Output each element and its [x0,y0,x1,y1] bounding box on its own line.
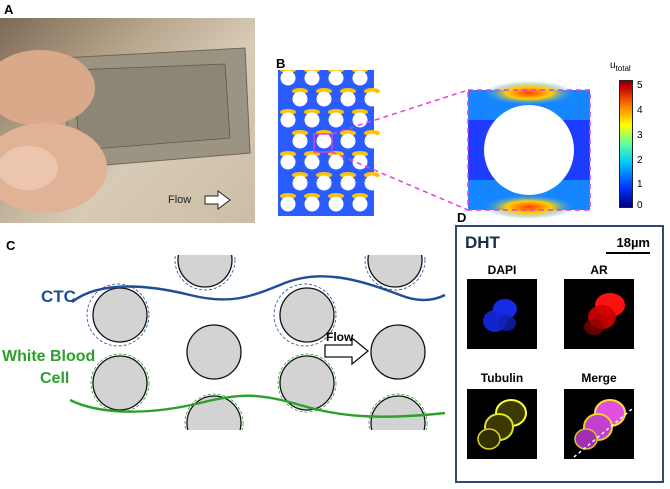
micrograph-dapi [467,279,537,349]
lattice-post [340,175,356,191]
lattice-hotspot [292,172,308,178]
wbc-label-line2: Cell [40,370,70,387]
lattice-post [280,154,296,170]
lattice-hotspot [352,193,368,199]
flow-arrow-icon [324,336,370,366]
colorbar-label-sub: total [615,64,631,73]
zoom-region-box [313,133,333,153]
simulation-figure [278,70,591,219]
lattice-hotspot [364,88,380,94]
lattice-post [280,70,296,86]
lattice-hotspot [304,109,320,115]
lattice-post [328,196,344,212]
lattice-post [316,133,332,149]
colorbar-label: utotal [610,60,631,73]
channel-label-dapi: DAPI [487,263,517,277]
lattice-hotspot [328,193,344,199]
lattice-post [340,133,356,149]
condition-label: DHT [465,233,500,252]
wbc-label-line1: White Blood [2,348,96,365]
lattice-post [292,91,308,107]
microscopy-panel: DHT 18µm DAPI AR Tubulin Merge [455,225,664,483]
lattice-post [364,133,380,149]
diagram-posts [86,255,428,453]
lattice-hotspot [280,109,296,115]
lattice-post [364,91,380,107]
lattice-post [364,175,380,191]
fingernail [0,146,58,190]
wbc-path [69,394,446,418]
lattice-post [304,196,320,212]
lattice-post [280,196,296,212]
lattice-hotspot [340,130,356,136]
lattice-hotspot [292,130,308,136]
colorbar-tick: 3 [637,130,643,141]
finger-top [0,50,95,126]
ctc-label: CTC [41,287,76,306]
channel-label-tubulin: Tubulin [480,371,524,385]
lattice-hotspot [280,193,296,199]
lattice-hotspot [364,172,380,178]
colorbar-tick: 0 [637,200,643,211]
lattice-post [292,133,308,149]
colorbar-tick: 4 [637,105,643,116]
lattice-post [328,112,344,128]
lattice-hotspot [316,88,332,94]
scale-label: 18µm [616,235,650,250]
lattice-post [316,175,332,191]
panel-letter-d: D [457,210,467,225]
scale-bar [606,252,650,254]
lattice-hotspot [352,151,368,157]
ctc-path [71,275,446,303]
channel-label-merge: Merge [581,371,617,385]
lattice-hotspot [328,109,344,115]
lattice-hotspot [292,88,308,94]
colorbar-label-main: u [610,60,616,71]
colorbar-tick: 2 [637,155,643,166]
panel-a-flow-label: Flow [168,194,192,206]
lattice-post [304,112,320,128]
zoom-post [484,105,574,195]
colorbar-tick: 1 [637,179,643,190]
panel-letter-a: A [4,2,14,17]
lattice-post [352,154,368,170]
micrograph-merge [564,389,634,459]
device-photo: Flow [0,18,255,223]
panel-letter-c: C [6,238,16,253]
panel-letter-b: B [276,56,286,71]
lattice-post [352,70,368,86]
colorbar [619,80,633,208]
lattice-hotspot [304,193,320,199]
lattice-hotspot [364,130,380,136]
post-lattice [280,70,380,212]
lattice-post [328,70,344,86]
lattice-post [304,70,320,86]
micrograph-tubulin [467,389,537,459]
lattice-post [292,175,308,191]
lattice-hotspot [340,172,356,178]
lattice-post [280,112,296,128]
micrograph-ar [564,279,634,349]
lattice-hotspot [316,172,332,178]
lattice-hotspot [352,109,368,115]
lattice-post [328,154,344,170]
lattice-hotspot [340,88,356,94]
cell-path-diagram [0,255,455,487]
zoom-connector-top [331,89,469,135]
colorbar-tick: 5 [637,80,643,91]
zoom-view [467,81,591,219]
flow-arrow-icon [204,190,231,210]
lattice-post [340,91,356,107]
panel-c-flow-label: Flow [326,330,354,344]
zoom-connector-bottom [331,151,469,211]
channel-label-ar: AR [590,263,608,277]
lattice-post [352,196,368,212]
lattice-hotspot [280,151,296,157]
lattice-post [316,91,332,107]
lattice-post [304,154,320,170]
lattice-post [352,112,368,128]
chip-channel [71,63,231,151]
device-photo-svg [0,47,251,213]
